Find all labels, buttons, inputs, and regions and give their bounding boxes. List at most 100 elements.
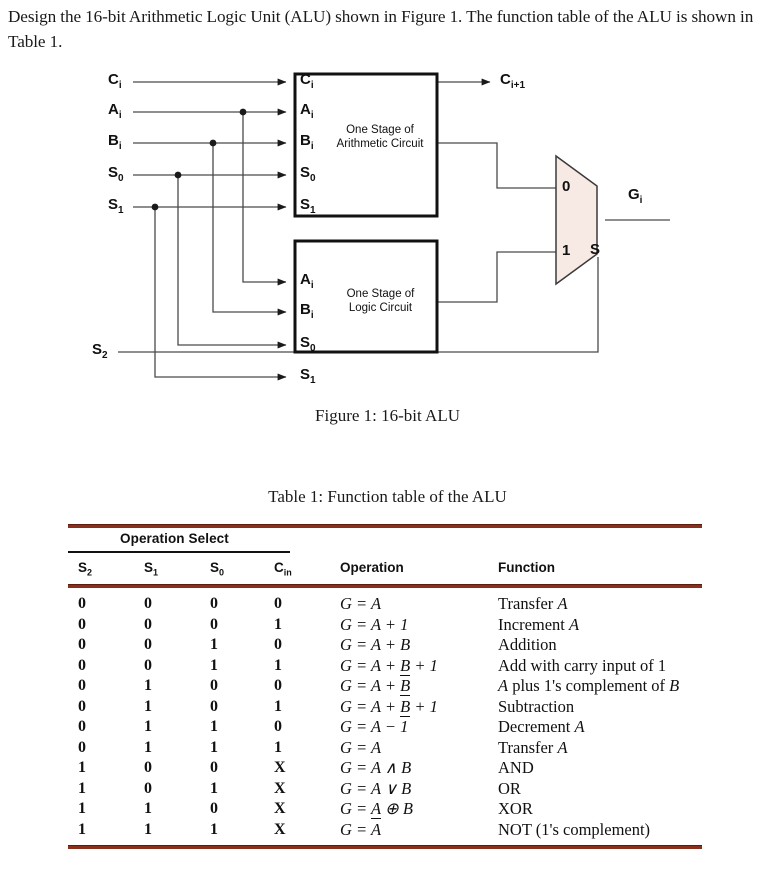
cell-s0: 1 — [210, 738, 218, 756]
mux-input1-label: 1 — [562, 242, 571, 259]
cell-function: Addition — [498, 635, 557, 654]
cell-operation: G = A ⊕ B — [340, 799, 413, 819]
cell-function: A plus 1's complement of B — [498, 676, 680, 695]
logic-port-s1: S1 — [300, 366, 316, 386]
table-header-row: S2 S1 S0 Cin Operation Function — [68, 554, 702, 584]
cell-s1: 0 — [144, 636, 152, 653]
cell-operation: G = A + B + 1 — [340, 655, 438, 676]
cell-s1: 1 — [144, 820, 152, 838]
mux-input0-label: 0 — [562, 178, 571, 195]
input-label-s1: S1 — [108, 196, 124, 216]
cell-cin: 1 — [274, 697, 282, 715]
cell-cin: 0 — [274, 636, 282, 653]
input-label-bi: Bi — [108, 132, 122, 152]
cell-cin: 1 — [274, 656, 282, 674]
wire-s2-mux-select — [118, 257, 599, 353]
cell-function: XOR — [498, 799, 533, 818]
wire-logic-to-mux1 — [437, 251, 556, 303]
cell-s2: 0 — [78, 595, 86, 612]
cell-s2: 0 — [78, 677, 86, 694]
cell-s1: 0 — [144, 779, 152, 797]
cell-s0: 1 — [210, 820, 218, 838]
cell-cin: X — [274, 759, 286, 776]
cell-function: Transfer A — [498, 737, 568, 757]
cell-function: NOT (1's complement) — [498, 819, 651, 839]
column-header-cin: Cin — [274, 560, 292, 578]
input-label-ai: Ai — [108, 101, 122, 121]
arith-port-ai: Ai — [300, 101, 314, 121]
cell-s0: 0 — [210, 800, 218, 817]
column-header-s0: S0 — [210, 560, 225, 578]
arith-title-line2: Arithmetic Circuit — [336, 138, 424, 150]
operation-select-label: Operation Select — [120, 531, 229, 546]
cell-cin: 1 — [274, 738, 282, 756]
output-label-gi: Gi — [628, 186, 643, 206]
mux-2to1 — [555, 154, 598, 286]
wire-s1-logic — [154, 207, 287, 381]
cell-s1: 1 — [144, 697, 152, 715]
cell-s2: 0 — [78, 718, 86, 735]
cell-function: Increment A — [498, 614, 580, 634]
cell-operation: G = A — [340, 737, 382, 757]
cell-s0: 0 — [210, 677, 218, 694]
arith-port-s0: S0 — [300, 164, 316, 184]
cell-s2: 1 — [78, 779, 86, 797]
logic-port-bi: Bi — [300, 301, 314, 321]
function-table: Operation Select S2 S1 S0 Cin Operation … — [68, 524, 702, 849]
cell-s1: 1 — [144, 718, 152, 735]
cell-s2: 1 — [78, 759, 86, 776]
cell-operation: G = A + B — [340, 635, 411, 654]
cell-s1: 0 — [144, 595, 152, 612]
table-header-rule — [68, 584, 702, 588]
figure-caption: Figure 1: 16-bit ALU — [315, 406, 460, 425]
cell-s2: 0 — [78, 697, 86, 715]
cell-cin: 0 — [274, 718, 282, 735]
cell-function: Transfer A — [498, 594, 568, 613]
cell-s0: 1 — [210, 718, 218, 735]
wire-s0-logic — [177, 175, 287, 349]
cell-s1: 0 — [144, 615, 152, 633]
table-body: 0 0 0 0 G = A Transfer A 0 0 0 1 G = A + 1 Incremen… — [68, 588, 702, 845]
column-header-function: Function — [498, 560, 555, 575]
cell-s1: 0 — [144, 759, 152, 776]
arithmetic-circuit-block — [293, 72, 439, 218]
cell-s1: 0 — [144, 656, 152, 674]
cell-s1: 1 — [144, 800, 152, 817]
alu-circuit-diagram: Ci Ai Bi S0 S1 S2 Ci Ai Bi S0 S1 One Sta… — [0, 60, 775, 390]
arith-title-line1: One Stage of — [346, 124, 414, 136]
input-label-s2: S2 — [92, 341, 108, 361]
cell-s2: 1 — [78, 820, 86, 838]
cell-function: Add with carry input of 1 — [498, 655, 667, 675]
logic-title-line2: Logic Circuit — [348, 302, 413, 314]
logic-port-s0: S0 — [300, 334, 316, 354]
input-label-s0: S0 — [108, 164, 124, 184]
wire-junction-dots — [151, 108, 247, 211]
cell-operation: G = A + B + 1 — [340, 696, 438, 717]
cell-operation: G = A ∨ B — [340, 778, 412, 798]
cell-cin: 1 — [274, 615, 282, 633]
cell-s0: 0 — [210, 615, 218, 633]
cell-cin: X — [274, 820, 286, 838]
cell-s0: 1 — [210, 779, 218, 797]
arith-port-bi: Bi — [300, 132, 314, 152]
logic-circuit-block — [293, 239, 439, 354]
logic-port-ai: Ai — [300, 271, 314, 291]
cell-s0: 1 — [210, 636, 218, 653]
cell-s0: 0 — [210, 759, 218, 776]
cell-function: AND — [498, 758, 534, 777]
cell-operation: G = A + 1 — [340, 614, 409, 634]
cell-s1: 1 — [144, 738, 152, 756]
input-label-ci: Ci — [108, 71, 122, 91]
cell-s0: 0 — [210, 595, 218, 612]
intro-paragraph: Design the 16-bit Arithmetic Logic Unit … — [8, 7, 754, 51]
output-label-cout: Ci+1 — [500, 71, 526, 91]
